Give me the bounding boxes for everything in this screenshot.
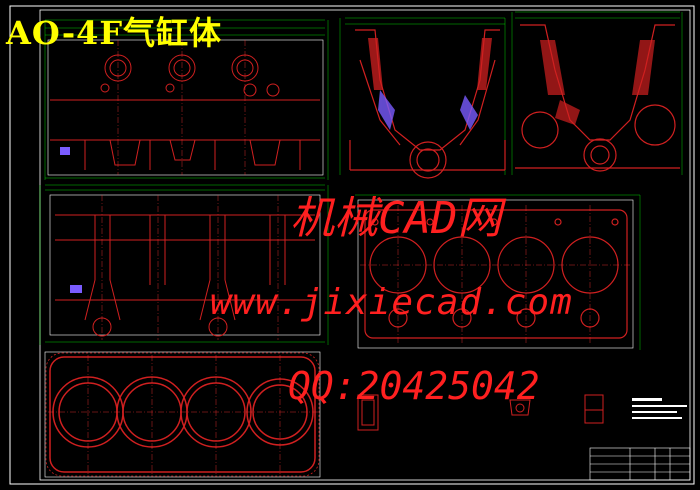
view-bottom-plan	[44, 351, 321, 478]
view-top-plan	[355, 194, 641, 350]
drawing-title: AO-4F气缸体	[6, 14, 223, 52]
view-longitudinal-section	[39, 184, 329, 345]
view-cross-section-a	[339, 17, 506, 179]
watermark-qq: QQ:20425042	[288, 364, 540, 408]
view-detail-b	[509, 399, 531, 416]
watermark-url: www.jixiecad.com	[210, 282, 573, 323]
title-block	[589, 447, 691, 481]
drawing-border	[9, 5, 695, 485]
view-cross-section-b	[511, 11, 683, 175]
notes-block	[632, 398, 687, 419]
view-detail-c	[584, 394, 604, 424]
view-detail-a	[357, 394, 379, 431]
view-front-elevation	[44, 19, 329, 180]
watermark-site-name: 机械CAD网	[290, 193, 502, 244]
